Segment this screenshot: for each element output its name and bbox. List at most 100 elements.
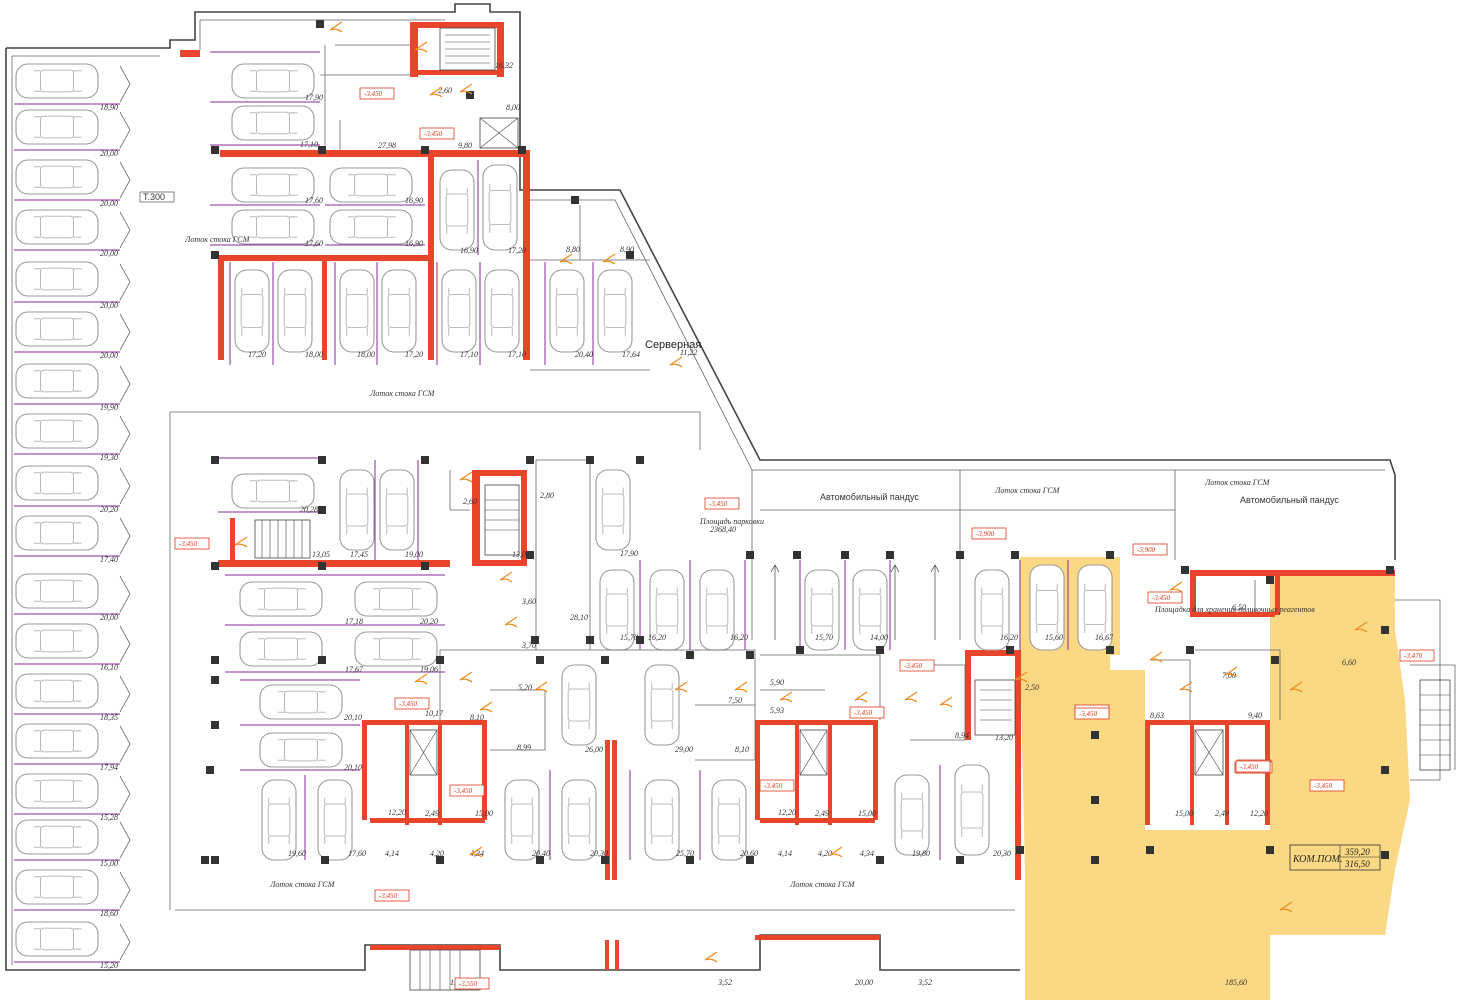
area-label: 17,64	[622, 350, 640, 359]
elevation-markers: -3,450-3,450-3,450-3,450-3,900-3,900-3,4…	[174, 87, 1435, 990]
parked-car	[317, 779, 353, 861]
structural-column	[518, 146, 526, 154]
parked-car	[15, 261, 99, 297]
structural-column	[466, 91, 474, 99]
stall-arc	[119, 161, 131, 199]
parked-car	[15, 869, 99, 905]
structural-column	[956, 856, 964, 864]
structural-column	[318, 656, 326, 664]
area-label: 4,20	[430, 849, 444, 858]
svg-text:-3,450: -3,450	[1152, 594, 1171, 602]
structural-column	[1381, 626, 1389, 634]
structural-column	[586, 456, 594, 464]
left-parking-column: 18,9020,0020,0020,0020,0020,0019,9019,30…	[14, 63, 131, 970]
area-label: 26,00	[585, 745, 603, 754]
structural-column	[531, 636, 539, 644]
area-label: 10,17	[425, 709, 444, 718]
area-label: 29,00	[675, 745, 693, 754]
area-label: 17,20	[405, 350, 423, 359]
parked-car	[852, 569, 888, 651]
svg-text:-3,470: -3,470	[1404, 652, 1423, 660]
structural-column	[1106, 551, 1114, 559]
structural-column	[796, 646, 804, 654]
area-label: 16,90	[460, 246, 478, 255]
door-swing	[829, 846, 843, 858]
stall-arc	[119, 313, 131, 351]
elevation-marker: -3,450	[704, 497, 740, 510]
area-label: 18,00	[357, 350, 375, 359]
parked-car	[15, 363, 99, 399]
area-label: 16,20	[1000, 633, 1018, 642]
parked-car	[15, 515, 99, 551]
door-swing	[1354, 621, 1368, 633]
structural-column	[421, 146, 429, 154]
area-label: 20,40	[575, 350, 593, 359]
parked-car	[339, 269, 375, 353]
parked-car	[597, 269, 633, 353]
parked-car	[15, 921, 99, 957]
area-label: 2,49	[425, 809, 439, 818]
area-label: 3,52	[917, 978, 932, 987]
partitions	[320, 44, 1281, 761]
commercial-value-1: 359,20	[1344, 847, 1370, 857]
structural-column	[886, 551, 894, 559]
parked-car	[15, 109, 99, 145]
door-swing	[704, 951, 718, 963]
area-label: 2,49	[1215, 809, 1229, 818]
area-label: 16,90	[405, 196, 423, 205]
area-label: 17,90	[620, 549, 638, 558]
area-label: 185,60	[1225, 978, 1247, 987]
area-label: 15,00	[475, 809, 493, 818]
ramp-label-1: Автомобильный пандус	[820, 492, 919, 502]
structural-column	[436, 856, 444, 864]
parked-car	[354, 631, 438, 667]
door-swing	[429, 86, 443, 98]
area-label: 15,00	[858, 809, 876, 818]
stairs-top	[439, 27, 519, 149]
stall-arc	[119, 65, 131, 103]
door-swing	[234, 536, 248, 548]
parked-car	[644, 664, 680, 746]
elevation-marker: -3,550	[454, 977, 490, 990]
svg-text:-3,450: -3,450	[904, 662, 923, 670]
structural-column	[1091, 856, 1099, 864]
gsm-label-6: Лоток стока ГСМ	[789, 880, 856, 889]
area-label: 3,70	[521, 641, 536, 650]
door-swing	[1014, 671, 1028, 683]
elevation-marker: -3,450	[359, 87, 395, 100]
structural-column	[1271, 656, 1279, 664]
svg-text:-3,450: -3,450	[854, 709, 873, 717]
area-label: 28,10	[570, 613, 588, 622]
svg-text:-3,900: -3,900	[1137, 546, 1156, 554]
parked-car	[239, 631, 323, 667]
area-label: 13,00	[512, 550, 530, 559]
structural-column	[1186, 646, 1194, 654]
stall-arc	[119, 675, 131, 713]
structural-column	[1381, 851, 1389, 859]
structural-column	[1011, 551, 1019, 559]
tech-room-label: Площадка для хранения поливочных реагент…	[1154, 605, 1315, 614]
structural-column	[1381, 766, 1389, 774]
door-swing	[854, 691, 868, 703]
gsm-label-1: Лоток стока ГСМ	[184, 235, 251, 244]
stall-arc	[119, 625, 131, 663]
area-label: 7,00	[1222, 671, 1236, 680]
parked-car	[649, 569, 685, 651]
parked-car	[15, 159, 99, 195]
area-label: 5,93	[770, 706, 784, 715]
area-label: 7,50	[728, 696, 742, 705]
area-label: 20,40	[532, 849, 550, 858]
structural-column	[876, 646, 884, 654]
elevation-marker: -3,450	[1147, 591, 1183, 604]
door-swing	[329, 21, 343, 33]
structural-column	[1091, 796, 1099, 804]
parked-car	[239, 581, 323, 617]
elevation-marker: -3,450	[1309, 779, 1345, 792]
parked-car	[231, 473, 315, 509]
area-label: 14,00	[870, 633, 888, 642]
area-label: 16,90	[405, 239, 423, 248]
parked-car	[15, 673, 99, 709]
structural-column	[956, 551, 964, 559]
area-label: 16,67	[1095, 633, 1114, 642]
elevation-marker: -3,450	[419, 127, 455, 140]
